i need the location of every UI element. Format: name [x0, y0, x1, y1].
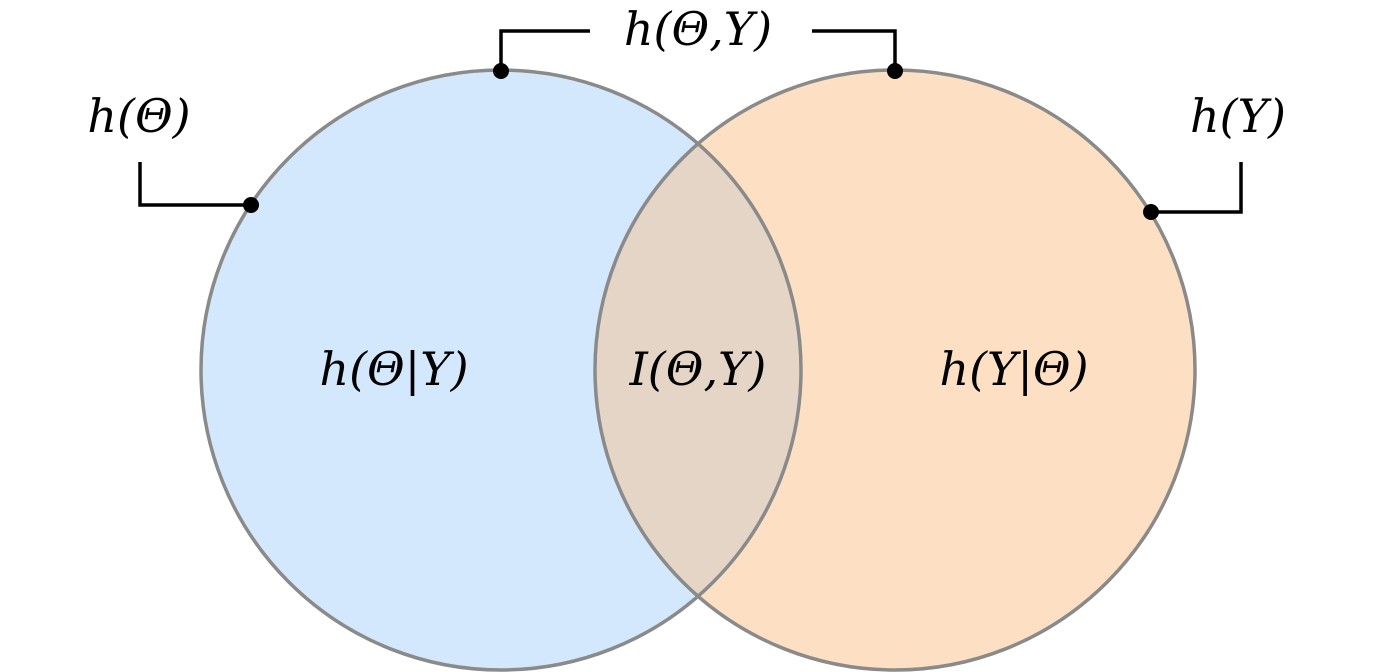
y-anchor-dot [1143, 204, 1159, 220]
union-callout-line-right [812, 29, 897, 71]
union-anchor-dot-right [887, 63, 903, 79]
union-callout-line-left [499, 29, 590, 71]
theta-callout-line [138, 162, 251, 207]
intersection-region [595, 70, 801, 670]
theta-anchor-dot [243, 197, 259, 213]
y-set-label: h(Y) [1190, 89, 1286, 143]
theta-given-y-label: h(Θ|Y) [319, 342, 468, 396]
y-callout-line [1151, 162, 1243, 214]
mutual-information-label: I(Θ,Y) [629, 342, 767, 396]
union-anchor-dot-left [493, 63, 509, 79]
y-given-theta-label: h(Y|Θ) [939, 342, 1088, 396]
union-label: h(Θ,Y) [624, 2, 772, 56]
theta-set-label: h(Θ) [87, 89, 190, 143]
